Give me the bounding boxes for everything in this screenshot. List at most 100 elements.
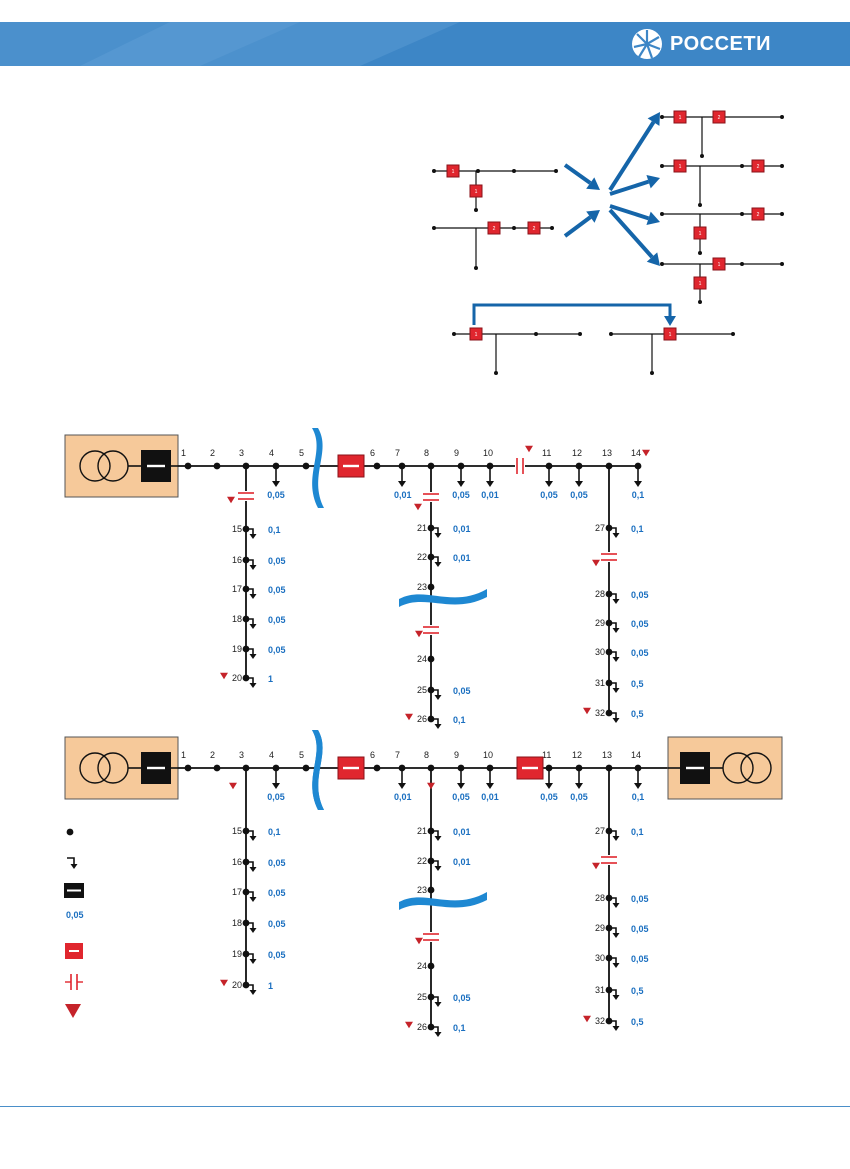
main-node-label: 7	[395, 448, 400, 458]
marker-triangle	[525, 445, 533, 453]
branch-node	[427, 962, 435, 970]
main-node-label: 8	[424, 448, 429, 458]
load-arrow	[246, 528, 254, 536]
transfer-arrow	[563, 215, 592, 238]
branch-load-value: 0,05	[268, 919, 286, 929]
load-arrow	[431, 1026, 439, 1034]
transfer-arrowhead	[664, 316, 676, 326]
branch-node-label: 18	[232, 614, 242, 624]
load-arrowhead	[249, 534, 257, 539]
branch-node-label: 23	[417, 885, 427, 895]
branch-load-value: 0,5	[631, 1017, 644, 1027]
transfer-arrow	[609, 179, 650, 196]
main-load-value: 0,05	[540, 490, 558, 500]
main-node-label: 8	[424, 750, 429, 760]
load-arrowhead	[272, 783, 280, 789]
load-arrowhead	[434, 724, 442, 729]
branch-load-value: 1	[268, 674, 273, 684]
transfer-arrowhead	[647, 112, 660, 126]
branch-load-value: 0,5	[631, 986, 644, 996]
load-arrow	[609, 682, 617, 690]
switch-block-label: 2	[493, 226, 496, 232]
node-dot	[780, 115, 784, 119]
main-node	[302, 462, 310, 470]
node-dot	[780, 164, 784, 168]
legend-load-value: 0,05	[66, 910, 84, 920]
main-load-value: 0,05	[570, 792, 588, 802]
branch-load-value: 0,05	[268, 585, 286, 595]
marker-triangle	[427, 782, 435, 790]
load-arrowhead	[434, 562, 442, 567]
load-arrow	[246, 648, 254, 656]
marker-triangle	[415, 630, 423, 638]
load-arrow	[431, 830, 439, 838]
legend-load-icon	[67, 857, 75, 866]
branch-load-value: 0,05	[268, 556, 286, 566]
branch-node-label: 26	[417, 714, 427, 724]
node-dot	[474, 266, 478, 270]
load-arrowhead	[612, 933, 620, 938]
capacitor-gap	[426, 625, 436, 635]
branch-node-label: 22	[417, 552, 427, 562]
node-dot	[740, 212, 744, 216]
node-dot	[432, 226, 436, 230]
load-arrowhead	[612, 1026, 620, 1031]
legend-node-icon	[66, 828, 74, 836]
load-arrow	[246, 861, 254, 869]
switch-block-label: 1	[679, 115, 682, 121]
branch-node-label: 21	[417, 523, 427, 533]
branch-load-value: 0,05	[631, 619, 649, 629]
branch-node-label: 21	[417, 826, 427, 836]
marker-triangle	[415, 937, 423, 945]
main-node-label: 12	[572, 448, 582, 458]
main-node-label: 3	[239, 448, 244, 458]
switch-block	[712, 110, 726, 124]
transfer-arrowhead	[646, 211, 660, 226]
branch-load-value: 0,05	[631, 954, 649, 964]
legend-breaker-bar	[67, 889, 81, 892]
main-node-label: 13	[602, 448, 612, 458]
load-arrow	[246, 677, 254, 685]
main-node-label: 2	[210, 448, 215, 458]
branch-node-label: 30	[595, 647, 605, 657]
load-arrowhead	[575, 783, 583, 789]
load-arrow	[609, 957, 617, 965]
main-load-value: 0,1	[632, 792, 645, 802]
load-arrowhead	[545, 481, 553, 487]
node-dot	[512, 169, 516, 173]
switch-block-label: 1	[669, 332, 672, 338]
main-node-label: 1	[181, 750, 186, 760]
footer-divider	[0, 1106, 850, 1107]
switch-block	[469, 184, 483, 198]
main-load-value: 0,01	[481, 792, 499, 802]
load-arrowhead	[612, 836, 620, 841]
branch-load-value: 0,05	[268, 950, 286, 960]
load-arrow	[431, 718, 439, 726]
load-arrow	[609, 593, 617, 601]
branch-node-label: 30	[595, 953, 605, 963]
transformer-winding	[740, 752, 772, 784]
branch-node-label: 22	[417, 856, 427, 866]
logo-text: РОССЕТИ	[670, 32, 771, 55]
main-load-value: 0,05	[267, 490, 285, 500]
node-dot	[550, 226, 554, 230]
load-arrowhead	[249, 565, 257, 570]
main-load-value: 0,05	[570, 490, 588, 500]
main-node-label: 4	[269, 448, 274, 458]
marker-triangle	[642, 449, 650, 457]
main-node-label: 11	[542, 750, 551, 760]
main-node-label: 14	[631, 448, 641, 458]
main-node-label: 6	[370, 448, 375, 458]
load-arrowhead	[249, 624, 257, 629]
load-arrowhead	[249, 990, 257, 995]
main-node	[184, 764, 192, 772]
marker-triangle	[583, 707, 591, 715]
main-node-label: 5	[299, 750, 304, 760]
node-dot	[698, 251, 702, 255]
branch-node-label: 29	[595, 923, 605, 933]
legend-marker-icon	[65, 1004, 81, 1018]
capacitor-gap	[426, 932, 436, 942]
capacitor-gap	[426, 492, 436, 502]
transfer-arrow	[563, 163, 592, 185]
node-dot	[780, 262, 784, 266]
